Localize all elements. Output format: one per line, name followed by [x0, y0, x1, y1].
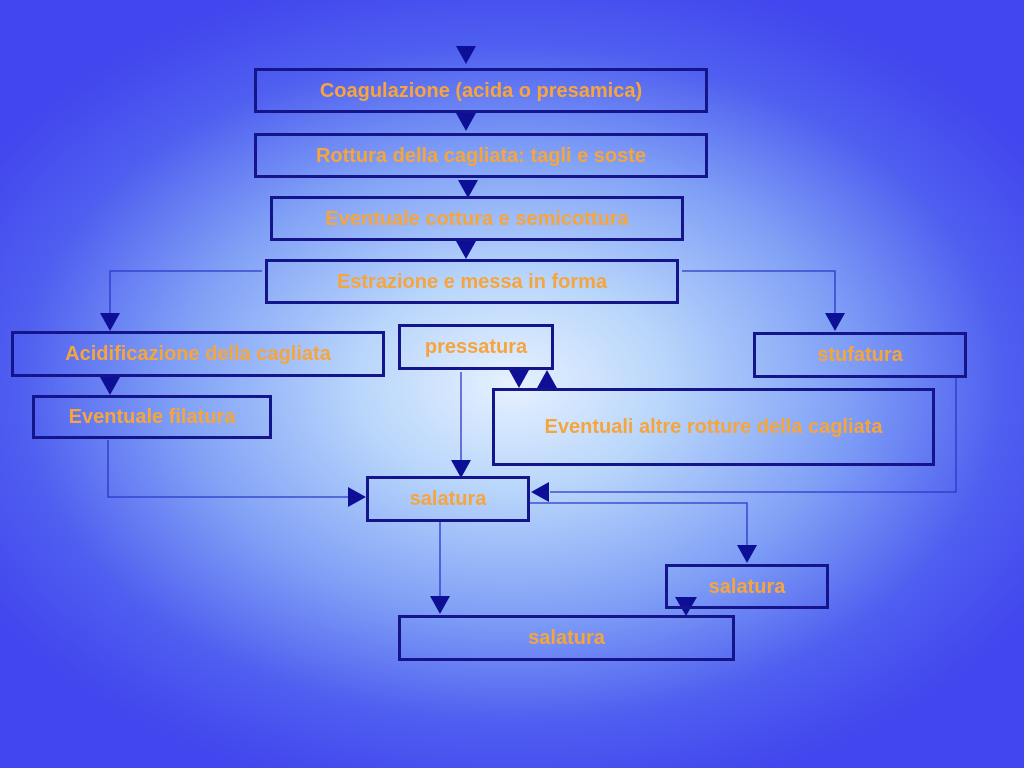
node-altre-rotture: Eventuali altre rotture della cagliata [492, 388, 935, 466]
node-coagulazione: Coagulazione (acida o presamica) [254, 68, 708, 113]
node-estrazione-label: Estrazione e messa in forma [336, 270, 608, 293]
node-altre-rotture-label: Eventuali altre rotture della cagliata [544, 416, 883, 438]
arrow-cottura-estrazione-icon [456, 241, 476, 259]
arrow-stufatura-salatura-icon [531, 482, 549, 502]
arrow-salatura-right-icon [737, 545, 757, 563]
arrow-filatura-salatura-icon [348, 487, 366, 507]
connector-filatura-salatura [107, 440, 350, 498]
arrow-pressatura-salatura-icon [451, 460, 471, 478]
node-filatura-label: Eventuale filatura [68, 406, 236, 428]
node-salatura-bottom: salatura [398, 615, 735, 661]
node-cottura-label: Eventuale cottura e semicottura [325, 207, 629, 230]
arrow-acidificazione-icon [100, 313, 120, 331]
arrow-salatura-bottom-icon [430, 596, 450, 614]
node-estrazione: Estrazione e messa in forma [265, 259, 679, 304]
arrow-altre-pressatura-up-icon [537, 370, 557, 388]
arrow-pressatura-altre-down-icon [509, 370, 529, 388]
arrow-top-icon [456, 46, 476, 64]
node-pressatura-label: pressatura [424, 336, 528, 358]
node-salatura-center-label: salatura [409, 488, 487, 510]
node-pressatura: pressatura [398, 324, 554, 370]
node-rottura-label: Rottura della cagliata: tagli e soste [315, 144, 647, 167]
node-salatura-right: salatura [665, 564, 829, 609]
connector-stufatura-salatura [550, 378, 957, 493]
node-salatura-right-label: salatura [708, 575, 786, 598]
arrow-rottura-cottura-icon [458, 180, 478, 198]
node-salatura-bottom-label: salatura [528, 627, 605, 649]
node-stufatura-label: stufatura [817, 344, 903, 366]
node-rottura: Rottura della cagliata: tagli e soste [254, 133, 708, 178]
arrow-coagulazione-rottura-icon [456, 113, 476, 131]
node-acidificazione: Acidificazione della cagliata [11, 331, 385, 377]
node-salatura-center: salatura [366, 476, 530, 522]
connector-estrazione-stufatura [682, 270, 836, 313]
node-coagulazione-label: Coagulazione (acida o presamica) [319, 79, 643, 102]
node-stufatura: stufatura [753, 332, 967, 378]
node-cottura: Eventuale cottura e semicottura [270, 196, 684, 241]
arrow-stufatura-icon [825, 313, 845, 331]
connector-estrazione-acidificazione [109, 270, 262, 313]
node-filatura: Eventuale filatura [32, 395, 272, 439]
connector-salatura-right [530, 502, 748, 545]
node-acidificazione-label: Acidificazione della cagliata [65, 343, 331, 365]
arrow-acid-filatura-icon [100, 377, 120, 395]
